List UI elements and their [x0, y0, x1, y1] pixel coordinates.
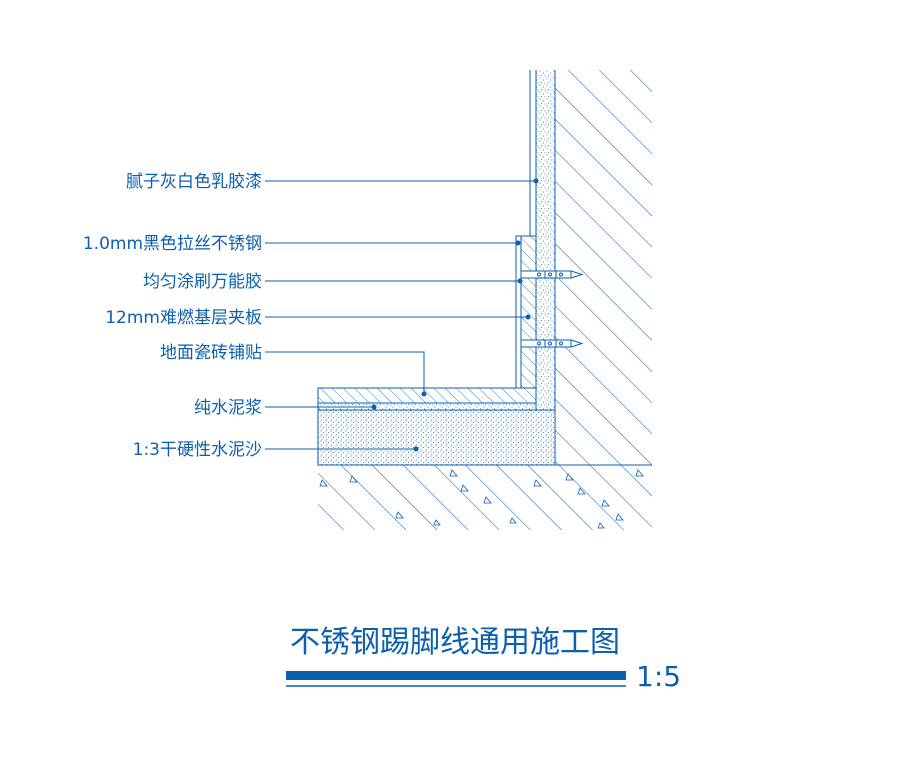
section-geometry [317, 70, 652, 530]
label-cement-slurry: 纯水泥浆 [194, 398, 262, 418]
stainless-skirting [515, 235, 522, 389]
leader-lines [265, 178, 539, 452]
anchor-screw-lower [520, 339, 584, 348]
anchor-screw-upper [520, 270, 584, 279]
wall-hatch [555, 70, 652, 465]
label-stainless-steel: 1.0mm黑色拉丝不锈钢 [83, 234, 262, 254]
floor-tile-layer [317, 387, 537, 404]
concrete-slab [318, 465, 652, 530]
label-glue: 均匀涂刷万能胶 [143, 272, 262, 292]
drawing-scale: 1:5 [636, 660, 681, 693]
label-latex-paint: 腻子灰白色乳胶漆 [126, 172, 262, 192]
title-underline-thick [286, 671, 626, 680]
label-floor-tile: 地面瓷砖铺贴 [160, 343, 262, 363]
aggregate-marks [319, 469, 644, 529]
drawing-title: 不锈钢踢脚线通用施工图 [290, 625, 620, 660]
label-plywood: 12mm难燃基层夹板 [105, 308, 262, 328]
dry-cement-sand-layer [317, 409, 556, 466]
label-dry-cement-sand: 1:3干硬性水泥沙 [133, 440, 262, 460]
callout-labels: 腻子灰白色乳胶漆 1.0mm黑色拉丝不锈钢 均匀涂刷万能胶 12mm难燃基层夹板… [83, 172, 262, 460]
wall-putty-layer [536, 70, 555, 410]
plywood-board [520, 235, 537, 389]
